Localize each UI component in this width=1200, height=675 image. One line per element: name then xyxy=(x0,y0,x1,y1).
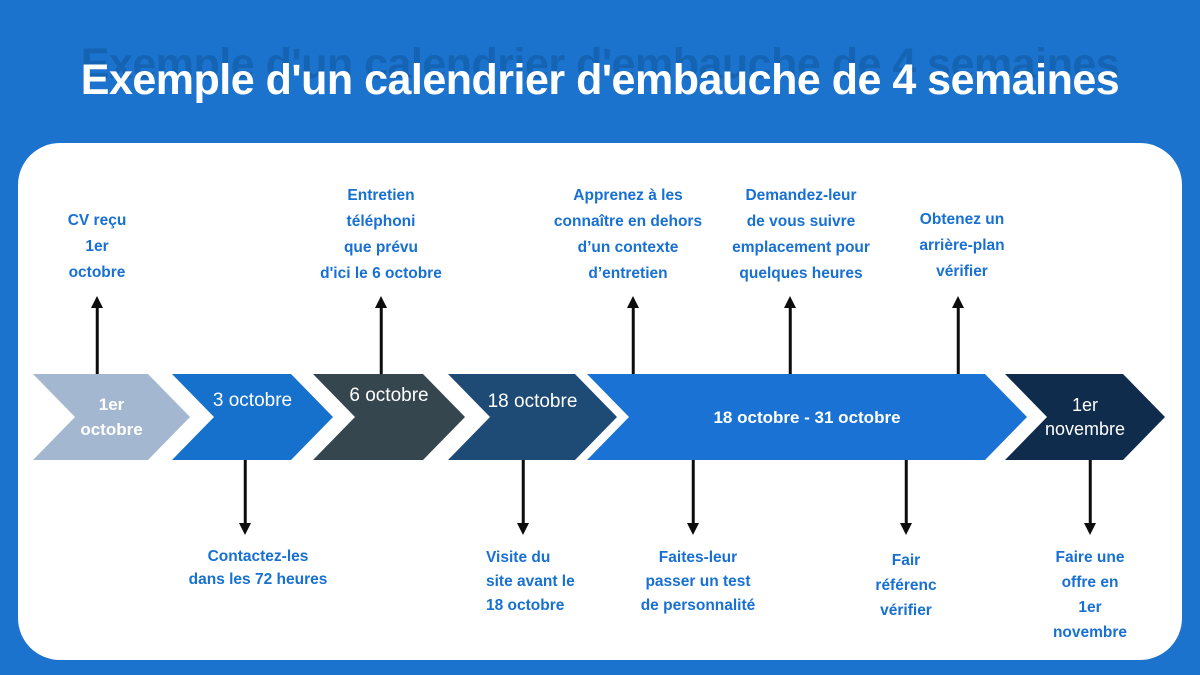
arrowhead xyxy=(900,523,912,535)
timeline-segment-3-octobre: 3 octobre xyxy=(172,374,333,460)
annotation-demandez-leur: Demandez-leur de vous suivre emplacement… xyxy=(732,187,870,282)
arrow-down-icon xyxy=(238,460,252,535)
arrow-line xyxy=(904,460,908,526)
annotation-test-personnalite: Faites-leur passer un test de personnali… xyxy=(640,549,756,614)
arrowhead xyxy=(517,523,529,535)
segment-label: 3 octobre xyxy=(212,390,293,411)
annotation-entretien-telephonique: Entretien téléphoni que prévu d'ici le 6… xyxy=(320,187,442,282)
title-block: Exemple d'un calendrier d'embauche de 4 … xyxy=(0,40,1200,105)
timeline-segment-1er-octobre: 1er octobre xyxy=(33,374,190,460)
timeline-segment-1er-novembre: 1er novembre xyxy=(1005,374,1165,460)
annotation-cv-recu: CV reçu 1er octobre xyxy=(67,212,127,281)
page-title: Exemple d'un calendrier d'embauche de 4 … xyxy=(80,56,1120,104)
segment-label: 18 octobre - 31 octobre xyxy=(713,407,901,427)
annotation-visite-du-site: Visite du site avant le 18 octobre xyxy=(486,549,575,614)
annotation-obtenez-arriere-plan: Obtenez un arrière-plan vérifier xyxy=(919,211,1005,280)
arrowhead xyxy=(1084,523,1096,535)
annotation-apprenez-a-les-connaitre: Apprenez à les connaître en dehors d’un … xyxy=(553,187,703,282)
segment-label: 6 octobre xyxy=(349,385,429,406)
annotation-faire-une-offre: Faire une offre en 1er novembre xyxy=(1052,549,1128,641)
arrow-down-icon xyxy=(516,460,530,535)
arrow-line xyxy=(788,305,792,374)
arrow-line xyxy=(95,305,99,374)
arrow-line xyxy=(243,460,247,526)
arrow-line xyxy=(691,460,695,526)
arrowhead xyxy=(784,296,796,308)
arrow-line xyxy=(1088,460,1092,526)
arrow-down-icon xyxy=(899,460,913,535)
arrow-down-icon xyxy=(1083,460,1097,535)
arrow-up-icon xyxy=(626,296,640,374)
arrowhead xyxy=(952,296,964,308)
arrowhead xyxy=(687,523,699,535)
timeline-card: 1er octobre 3 octobre 6 octobre 18 octob… xyxy=(18,143,1182,660)
arrowhead xyxy=(375,296,387,308)
arrowhead xyxy=(627,296,639,308)
arrowhead xyxy=(239,523,251,535)
arrow-down-icon xyxy=(686,460,700,535)
annotation-contactez-les: Contactez-les dans les 72 heures xyxy=(188,548,328,588)
arrowhead xyxy=(91,296,103,308)
annotation-reference-verifier: Fair référenc vérifier xyxy=(875,552,937,619)
arrow-up-icon xyxy=(90,296,104,374)
arrow-line xyxy=(631,305,635,374)
title-shadow-text: Exemple d'un calendrier d'embauche de 4 … xyxy=(80,40,1120,88)
arrow-up-icon xyxy=(783,296,797,374)
arrow-up-icon xyxy=(951,296,965,374)
timeline-segment-18-octobre: 18 octobre xyxy=(448,374,617,460)
timeline-segment-6-octobre: 6 octobre xyxy=(313,374,465,460)
segment-label: 1er novembre xyxy=(1044,395,1126,439)
timeline-segment-18-31-octobre: 18 octobre - 31 octobre xyxy=(587,374,1027,460)
arrow-line xyxy=(521,460,525,526)
arrow-line xyxy=(956,305,960,374)
arrow-line xyxy=(379,305,383,374)
segment-label: 18 octobre xyxy=(487,391,578,412)
arrow-up-icon xyxy=(374,296,388,374)
segment-label: 1er octobre xyxy=(80,395,143,439)
